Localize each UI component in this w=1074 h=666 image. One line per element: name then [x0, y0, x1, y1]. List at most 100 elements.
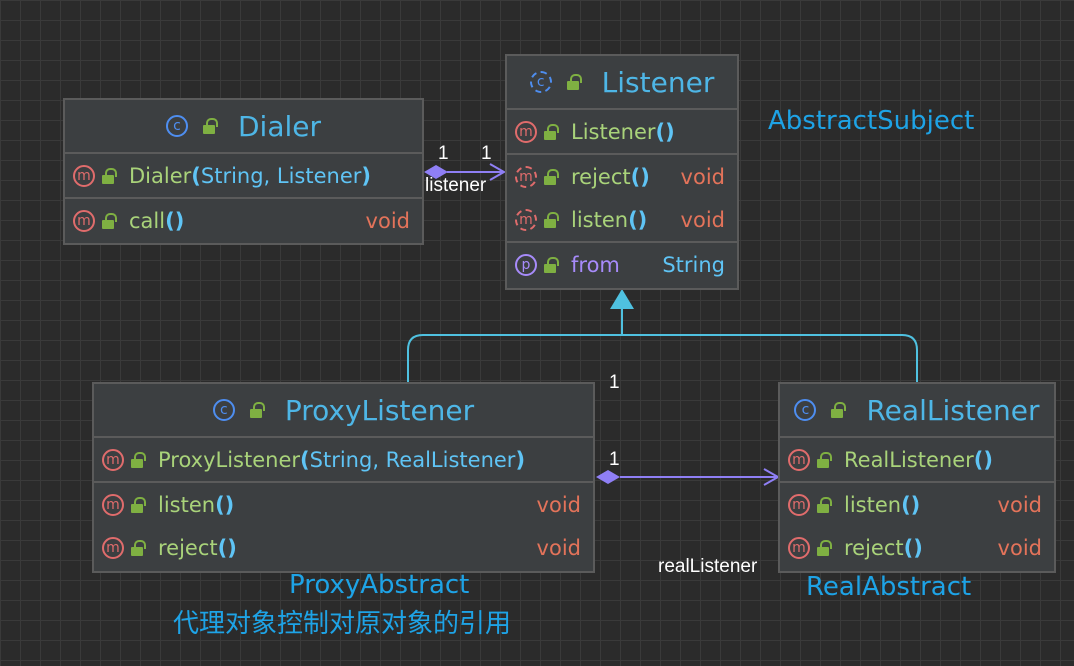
member-parens: (): [628, 207, 648, 232]
properties-section: p from String: [507, 243, 737, 286]
member-type: void: [365, 208, 410, 233]
method-icon: m: [102, 448, 124, 471]
public-lock-icon: [816, 496, 832, 513]
member-row-reject[interactable]: m reject() void: [780, 526, 1054, 569]
note-proxy-description: 代理对象控制对原对象的引用: [173, 609, 512, 639]
class-header-real-listener: c RealListener: [780, 384, 1054, 438]
member-row-real-constructor[interactable]: m RealListener(): [780, 438, 1054, 481]
class-icon: c: [165, 115, 188, 137]
member-row-call[interactable]: m call() void: [65, 199, 422, 242]
methods-section: m listen() void m reject() void: [94, 483, 593, 569]
public-lock-icon: [566, 74, 582, 90]
public-lock-icon: [101, 212, 117, 229]
composition-diamond-proxy: [596, 470, 620, 484]
property-name: from: [571, 252, 620, 277]
class-box-proxy-listener[interactable]: c ProxyListener m ProxyListener(String, …: [92, 382, 595, 573]
inheritance-line-proxy: [407, 334, 622, 384]
class-header-proxy-listener: c ProxyListener: [94, 384, 593, 438]
member-row-listen[interactable]: m listen() void: [94, 483, 593, 526]
class-box-real-listener[interactable]: c RealListener m RealListener() m listen…: [778, 382, 1056, 573]
member-name: reject: [844, 535, 904, 560]
methods-section: m Dialer(String, Listener): [65, 154, 422, 199]
constructor-section: m Listener(): [507, 110, 737, 155]
methods-section: m reject() void m listen() void: [507, 155, 737, 243]
composition-diamond-dialer: [424, 165, 448, 179]
member-paren-open: (: [191, 163, 201, 188]
class-box-dialer[interactable]: c Dialer m Dialer(String, Listener) m ca…: [63, 98, 424, 245]
member-name: listen: [158, 492, 216, 517]
public-lock-icon: [130, 496, 146, 513]
member-type: void: [680, 164, 725, 189]
member-name: listen: [844, 492, 902, 517]
public-lock-icon: [816, 451, 832, 468]
class-title-proxy-listener: ProxyListener: [284, 393, 475, 427]
property-type: String: [662, 252, 725, 277]
member-name: ProxyListener: [158, 447, 301, 472]
member-args: String, Listener: [200, 163, 362, 188]
class-header-listener: c Listener: [507, 56, 737, 110]
method-icon: m: [73, 164, 95, 187]
member-parens: (): [901, 492, 921, 517]
methods-section: m listen() void m reject() void: [780, 483, 1054, 569]
class-icon: c: [794, 399, 817, 421]
public-lock-icon: [543, 211, 559, 228]
constructor-section: m ProxyListener(String, RealListener): [94, 438, 593, 483]
constructor-section: m RealListener(): [780, 438, 1054, 483]
multiplicity-dialer-end: 1: [438, 143, 449, 164]
member-type: void: [536, 535, 581, 560]
method-icon: m: [515, 120, 537, 143]
member-parens: (): [165, 208, 185, 233]
member-paren-close: ): [515, 447, 526, 472]
multiplicity-listener-end: 1: [481, 143, 492, 164]
class-title-real-listener: RealListener: [866, 393, 1040, 427]
public-lock-icon: [249, 402, 265, 418]
member-parens: (): [903, 535, 923, 560]
method-icon: m: [102, 536, 124, 559]
method-icon: m: [102, 493, 124, 516]
member-name: listen: [571, 207, 629, 232]
public-lock-icon: [543, 168, 559, 185]
member-name: reject: [571, 164, 631, 189]
member-name: RealListener: [844, 447, 974, 472]
method-icon: m: [788, 536, 810, 559]
member-row-listener-constructor[interactable]: m Listener(): [507, 110, 737, 153]
note-proxy-abstract: ProxyAbstract: [289, 570, 470, 600]
member-row-proxy-constructor[interactable]: m ProxyListener(String, RealListener): [94, 438, 593, 481]
member-type: void: [997, 492, 1042, 517]
member-row-reject[interactable]: m reject() void: [507, 155, 737, 198]
class-title-dialer: Dialer: [237, 109, 321, 143]
class-header-dialer: c Dialer: [65, 100, 422, 154]
member-parens: (): [217, 535, 237, 560]
class-icon: c: [212, 399, 235, 421]
member-parens: (): [973, 447, 993, 472]
public-lock-icon: [543, 123, 559, 140]
role-label-real-listener: realListener: [658, 556, 758, 577]
member-row-from[interactable]: p from String: [507, 243, 737, 286]
member-type: void: [680, 207, 725, 232]
member-name: reject: [158, 535, 218, 560]
member-paren-close: ): [361, 163, 371, 188]
abstract-method-icon: m: [515, 165, 537, 188]
inheritance-line-real: [622, 334, 918, 384]
member-row-listen[interactable]: m listen() void: [780, 483, 1054, 526]
member-name: Listener: [571, 119, 656, 144]
class-title-listener: Listener: [601, 65, 715, 99]
member-parens: (): [215, 492, 235, 517]
public-lock-icon: [830, 402, 847, 418]
member-row-listen[interactable]: m listen() void: [507, 198, 737, 241]
multiplicity-real-end: 1: [609, 372, 620, 393]
abstract-method-icon: m: [515, 208, 537, 231]
public-lock-icon: [130, 451, 146, 468]
member-parens: (): [630, 164, 650, 189]
method-icon: m: [788, 493, 810, 516]
class-box-listener[interactable]: c Listener m Listener() m reject() void …: [505, 54, 739, 290]
public-lock-icon: [130, 539, 146, 556]
member-row-reject[interactable]: m reject() void: [94, 526, 593, 569]
member-row-dialer-constructor[interactable]: m Dialer(String, Listener): [65, 154, 422, 197]
public-lock-icon: [202, 118, 218, 134]
abstract-class-icon: c: [529, 71, 552, 93]
method-icon: m: [73, 209, 95, 232]
inheritance-arrowhead: [610, 289, 634, 309]
association-arrowhead-listener: [489, 163, 507, 181]
